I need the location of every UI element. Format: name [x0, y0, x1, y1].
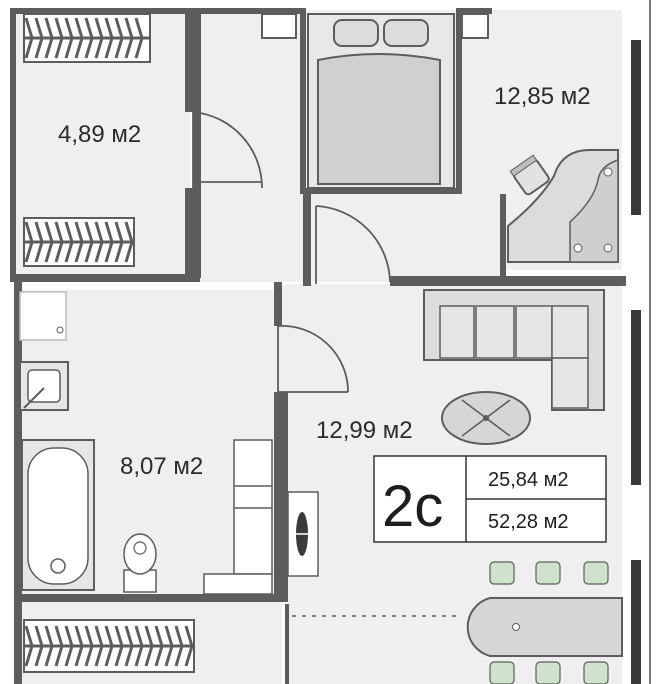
hanger: [114, 625, 124, 667]
hanger: [94, 221, 104, 263]
hanger: [34, 625, 44, 667]
hanger: [64, 221, 74, 263]
hanger: [84, 221, 94, 263]
walls: [10, 8, 626, 684]
corridor-shelf: [23, 619, 195, 673]
hanger: [54, 221, 64, 263]
hanger: [134, 625, 144, 667]
hanger: [64, 17, 74, 59]
hanger: [164, 625, 174, 667]
hanger: [174, 625, 184, 667]
sink: [19, 361, 69, 411]
hanger: [74, 625, 84, 667]
window-right-2: [631, 310, 641, 485]
dining-chairs-top: [489, 561, 609, 585]
apartment-type: 2с: [382, 474, 443, 539]
hanger: [44, 221, 54, 263]
room-label-bathroom: 8,07 м2: [120, 453, 203, 480]
sofa: [423, 289, 605, 411]
hanger: [124, 625, 134, 667]
hanger: [104, 17, 114, 59]
hanger: [44, 625, 54, 667]
hanger: [24, 17, 34, 59]
toilet: [123, 533, 157, 593]
room-label-wardrobe: 4,89 м2: [58, 121, 141, 148]
washing-machine-knob: [56, 326, 64, 334]
hanger: [24, 221, 34, 263]
desk: [507, 149, 619, 263]
hanger: [184, 625, 194, 667]
apartment-badge: 2с 25,84 м2 52,28 м2: [373, 455, 607, 543]
door-bedroom: [315, 205, 391, 284]
hanger: [64, 625, 74, 667]
hanger: [124, 221, 134, 263]
hanger: [24, 625, 34, 667]
hanger: [104, 625, 114, 667]
hanger: [94, 625, 104, 667]
dining-table: [466, 597, 623, 657]
desk-chair: [509, 154, 550, 196]
hangers: [24, 17, 194, 667]
entry-wardrobe: [287, 491, 319, 577]
hanger: [74, 17, 84, 59]
hanger: [124, 17, 134, 59]
door-wardrobe: [192, 111, 263, 189]
hanger: [84, 625, 94, 667]
door-bathroom: [277, 325, 349, 393]
hanger: [74, 221, 84, 263]
hanger: [34, 17, 44, 59]
nightstand-right: [461, 13, 489, 39]
hanger: [94, 17, 104, 59]
total-area-value: 52,28 м2: [488, 511, 568, 533]
room-label-bedroom: 12,85 м2: [494, 83, 591, 110]
hanger: [84, 17, 94, 59]
hanger: [34, 221, 44, 263]
dining-chairs-bottom: [489, 661, 609, 684]
hanger: [144, 625, 154, 667]
coffee-table: [441, 391, 531, 445]
living-area-value: 25,84 м2: [488, 469, 568, 491]
hanger: [154, 625, 164, 667]
bathtub: [21, 439, 95, 591]
window-right-1: [631, 40, 641, 215]
hanger: [114, 221, 124, 263]
bed: [307, 13, 455, 189]
hanger: [114, 17, 124, 59]
room-label-living: 12,99 м2: [316, 417, 413, 444]
bathroom-shelving: [203, 439, 273, 595]
hanger: [44, 17, 54, 59]
hanger: [104, 221, 114, 263]
hanger: [54, 17, 64, 59]
window-right-3: [631, 560, 641, 684]
hanger: [54, 625, 64, 667]
hanger: [134, 17, 144, 59]
nightstand-left: [261, 13, 297, 39]
